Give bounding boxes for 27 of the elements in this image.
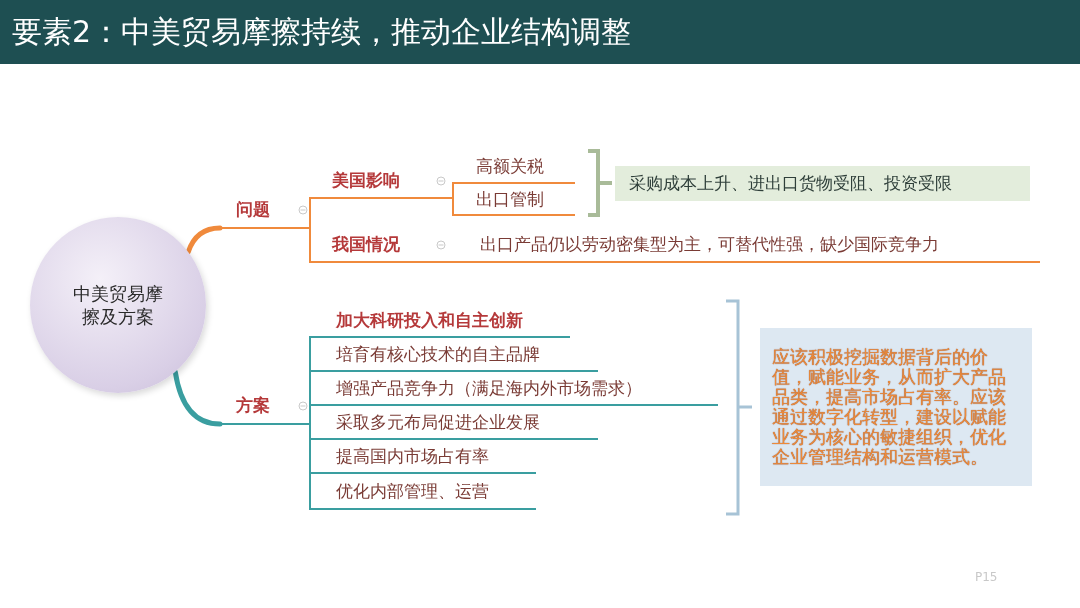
branch-line: [447, 261, 463, 263]
topic-label: 培育有核心技术的自主品牌: [336, 342, 540, 366]
branch-line: [309, 227, 319, 263]
branch-line: [309, 423, 319, 510]
topic-label: 我国情况: [332, 233, 400, 256]
topic-label: 高额关税: [476, 154, 544, 178]
topic-label: 出口产品仍以劳动密集型为主，可替代性强，缺少国际竞争力: [480, 233, 939, 256]
topic-label: 美国影响: [332, 169, 400, 192]
branch-line: [172, 369, 223, 427]
topic-label: 加大科研投入和自主创新: [336, 308, 523, 332]
summary-text: 应该积极挖掘数据背后的价值，赋能业务，从而扩大产品品类，提高市场占有率。应该通过数字化转型，建设以赋能业务为核心的敏捷组织，优化企业管理结构和运营模式。: [772, 346, 1007, 468]
summary-text: 采购成本上升、进出口货物受阻、投资受限: [629, 174, 952, 193]
branch-line: [185, 225, 223, 255]
topic-label: 出口管制: [476, 187, 544, 211]
topic-label: 增强产品竞争力（满足海内外市场需求）: [336, 376, 642, 400]
topic-label: 问题: [236, 198, 270, 221]
topic-label: 提高国内市场占有率: [336, 444, 489, 468]
topic-label: 方案: [236, 394, 270, 417]
summary-box: [615, 166, 1030, 201]
summary-box: [760, 328, 1032, 486]
topic-label: 采取多元布局促进企业发展: [336, 410, 540, 434]
branch-line: [447, 197, 459, 216]
slide-title: 要素2：中美贸易摩擦持续，推动企业结构调整: [12, 13, 632, 51]
topic-label: 优化内部管理、运营: [336, 479, 489, 503]
branch-line: [309, 197, 319, 229]
topic-text: 中美贸易摩擦及方案: [72, 281, 164, 329]
branch-line: [309, 404, 319, 425]
